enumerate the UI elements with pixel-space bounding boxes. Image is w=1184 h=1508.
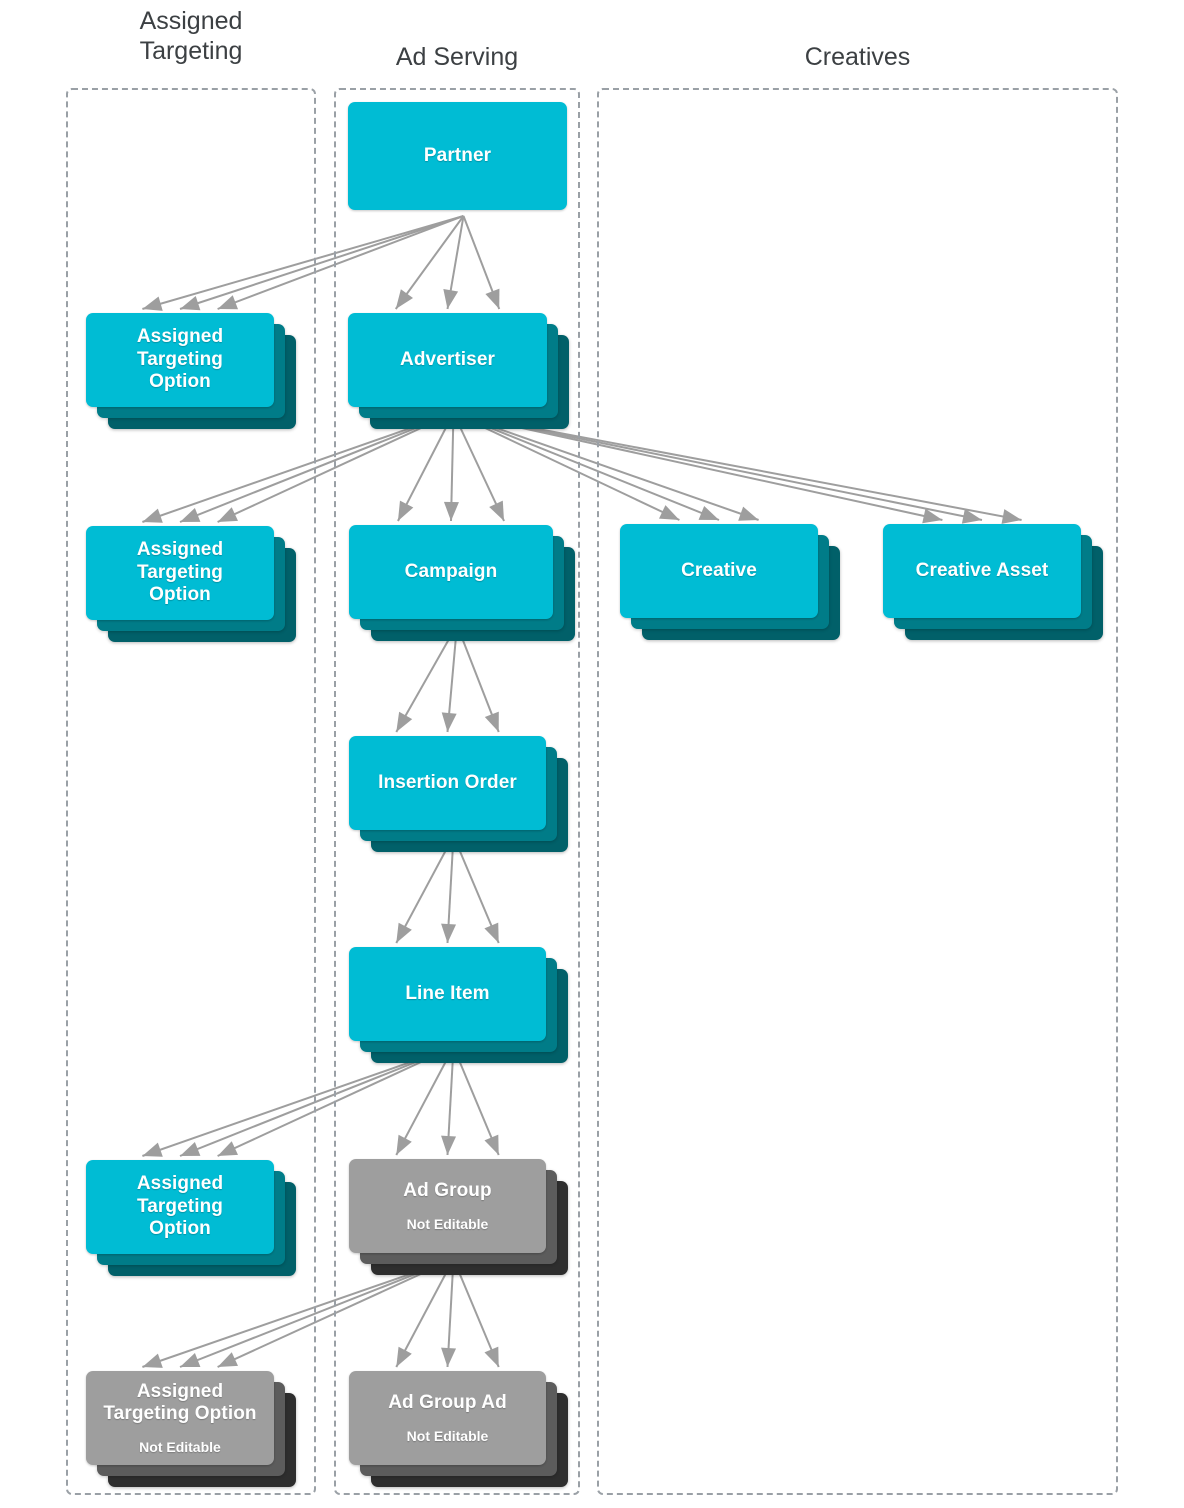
node-label-ad-group-ad: Ad Group Ad [388,1391,507,1413]
node-creative[interactable]: Creative [620,524,842,642]
node-creative-asset[interactable]: Creative Asset [883,524,1105,642]
node-ad-group-ad[interactable]: Ad Group Ad Not Editable [349,1371,570,1489]
node-badge-not-editable-assigned-targeting-option-ad-group: Not Editable [139,1439,221,1456]
node-assigned-targeting-option-advertiser[interactable]: Assigned Targeting Option [86,526,298,644]
node-face-campaign[interactable]: Campaign [349,525,553,619]
node-assigned-targeting-option-partner[interactable]: Assigned Targeting Option [86,313,298,431]
node-badge-not-editable-ad-group-ad: Not Editable [406,1428,489,1445]
node-label-campaign: Campaign [404,560,498,582]
column-title-creatives: Creatives [804,43,911,71]
node-label-assigned-targeting-option-ad-group: Assigned Targeting Option [103,1380,257,1424]
node-label-assigned-targeting-option-advertiser: Assigned Targeting Option [136,539,224,606]
group-container-assigned-targeting [66,88,316,1495]
node-campaign[interactable]: Campaign [349,525,577,643]
node-face-assigned-targeting-option-advertiser[interactable]: Assigned Targeting Option [86,526,274,620]
node-assigned-targeting-option-line-item[interactable]: Assigned Targeting Option [86,1160,298,1278]
node-label-assigned-targeting-option-partner: Assigned Targeting Option [136,326,224,393]
node-face-ad-group-ad[interactable]: Ad Group Ad Not Editable [349,1371,546,1465]
column-title-assigned-targeting: Assigned Targeting [139,7,243,65]
node-face-partner[interactable]: Partner [348,102,567,210]
column-title-ad-serving: Ad Serving [395,43,519,71]
node-label-ad-group: Ad Group [403,1179,492,1201]
node-partner[interactable]: Partner [348,102,591,234]
node-face-line-item[interactable]: Line Item [349,947,546,1041]
group-container-ad-serving [334,88,580,1495]
node-badge-not-editable-ad-group: Not Editable [406,1216,489,1233]
node-label-partner: Partner [423,144,492,166]
node-face-creative-asset[interactable]: Creative Asset [883,524,1081,618]
node-face-assigned-targeting-option-line-item[interactable]: Assigned Targeting Option [86,1160,274,1254]
node-advertiser[interactable]: Advertiser [348,313,571,431]
node-label-creative-asset: Creative Asset [915,559,1049,581]
node-label-line-item: Line Item [405,982,490,1004]
group-container-creatives [597,88,1118,1495]
node-label-creative: Creative [681,559,757,581]
node-face-insertion-order[interactable]: Insertion Order [349,736,546,830]
node-face-assigned-targeting-option-partner[interactable]: Assigned Targeting Option [86,313,274,407]
node-label-insertion-order: Insertion Order [378,771,517,793]
node-label-assigned-targeting-option-line-item: Assigned Targeting Option [136,1173,224,1240]
node-insertion-order[interactable]: Insertion Order [349,736,570,854]
node-face-creative[interactable]: Creative [620,524,818,618]
node-line-item[interactable]: Line Item [349,947,570,1065]
node-label-advertiser: Advertiser [400,348,495,370]
node-face-advertiser[interactable]: Advertiser [348,313,547,407]
